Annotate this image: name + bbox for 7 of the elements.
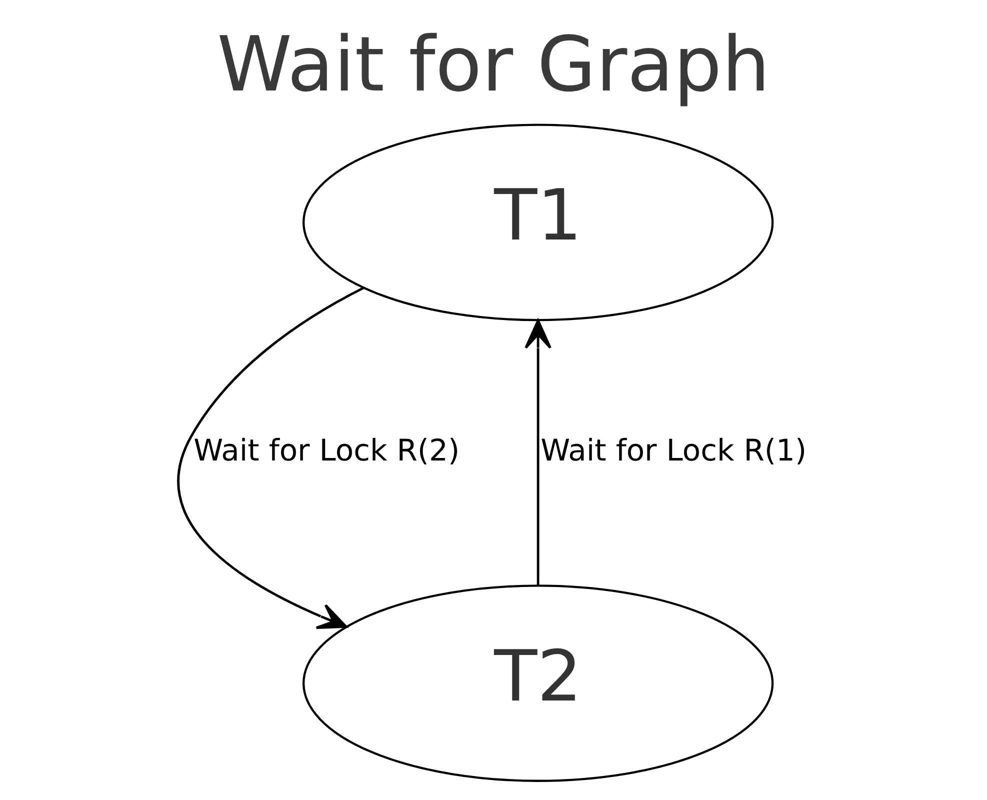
- arrow: [178, 286, 364, 630]
- node-ellipse: T2: [302, 584, 774, 782]
- node-ellipse: T1: [302, 124, 774, 322]
- diagram-title: Wait for Graph: [217, 20, 770, 109]
- arrow: [524, 319, 552, 586]
- edge-label: Wait for Lock R(1): [540, 433, 807, 468]
- edge-label: Wait for Lock R(2): [194, 433, 460, 468]
